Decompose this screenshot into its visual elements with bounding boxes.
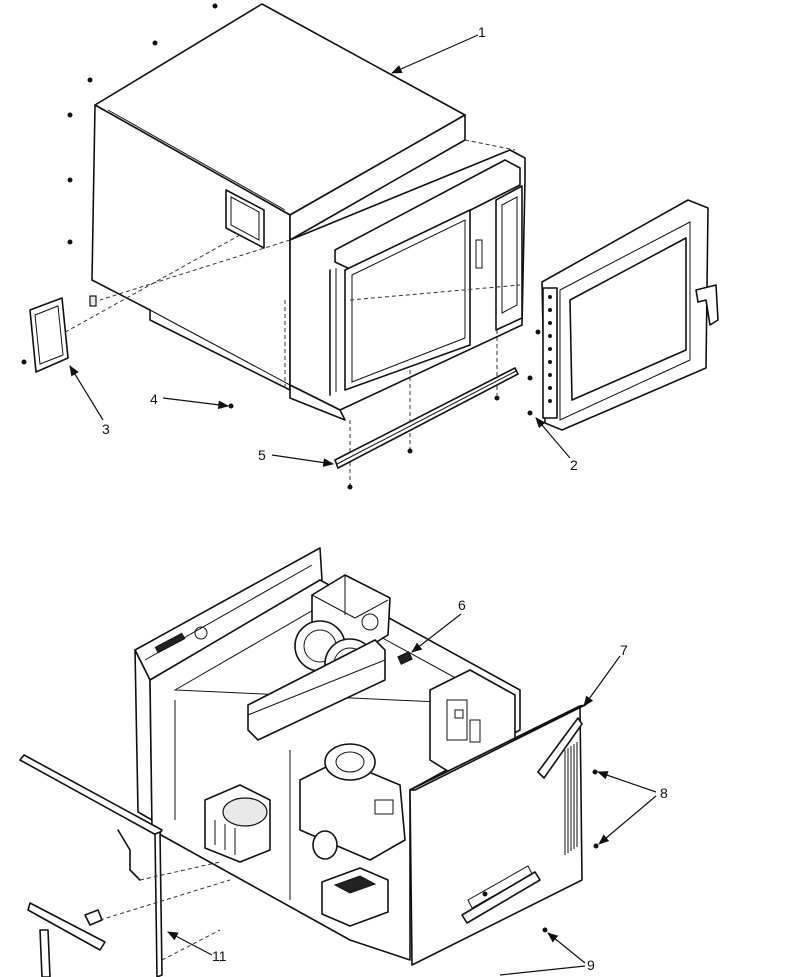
callout-4: 4 — [150, 391, 158, 407]
switch-part-6 — [397, 651, 413, 665]
callout-9: 9 — [587, 957, 595, 973]
explode-lines-top — [59, 139, 521, 485]
outer-cover-wrap — [91, 3, 466, 391]
trim-strip-part-5 — [334, 367, 519, 469]
callout-5: 5 — [258, 447, 266, 463]
leader-lines — [69, 34, 657, 976]
convection-motor — [299, 743, 406, 861]
callout-3: 3 — [102, 421, 110, 437]
access-cover-part-3 — [29, 295, 97, 373]
cover-screws — [21, 3, 218, 365]
callout-11: 11 — [212, 948, 227, 964]
callout-8: 8 — [660, 785, 668, 801]
explode-lines-bottom — [99, 861, 231, 961]
callout-2: 2 — [570, 457, 578, 473]
base-screws — [228, 375, 533, 490]
top-assembly — [21, 3, 719, 490]
callout-6: 6 — [458, 597, 466, 613]
callout-labels: 1 2 3 4 5 6 7 8 9 11 — [102, 24, 668, 973]
bottom-assembly — [19, 547, 599, 977]
flange-trim-part-11 — [19, 754, 163, 977]
transformer — [204, 784, 271, 863]
cavity-front-frame — [289, 149, 526, 421]
callout-1: 1 — [478, 24, 486, 40]
side-panel-part-7 — [409, 704, 599, 966]
callout-7: 7 — [620, 642, 628, 658]
magnetron — [321, 867, 389, 927]
door-assembly-part-2 — [527, 199, 719, 431]
heater-rail — [247, 639, 386, 741]
